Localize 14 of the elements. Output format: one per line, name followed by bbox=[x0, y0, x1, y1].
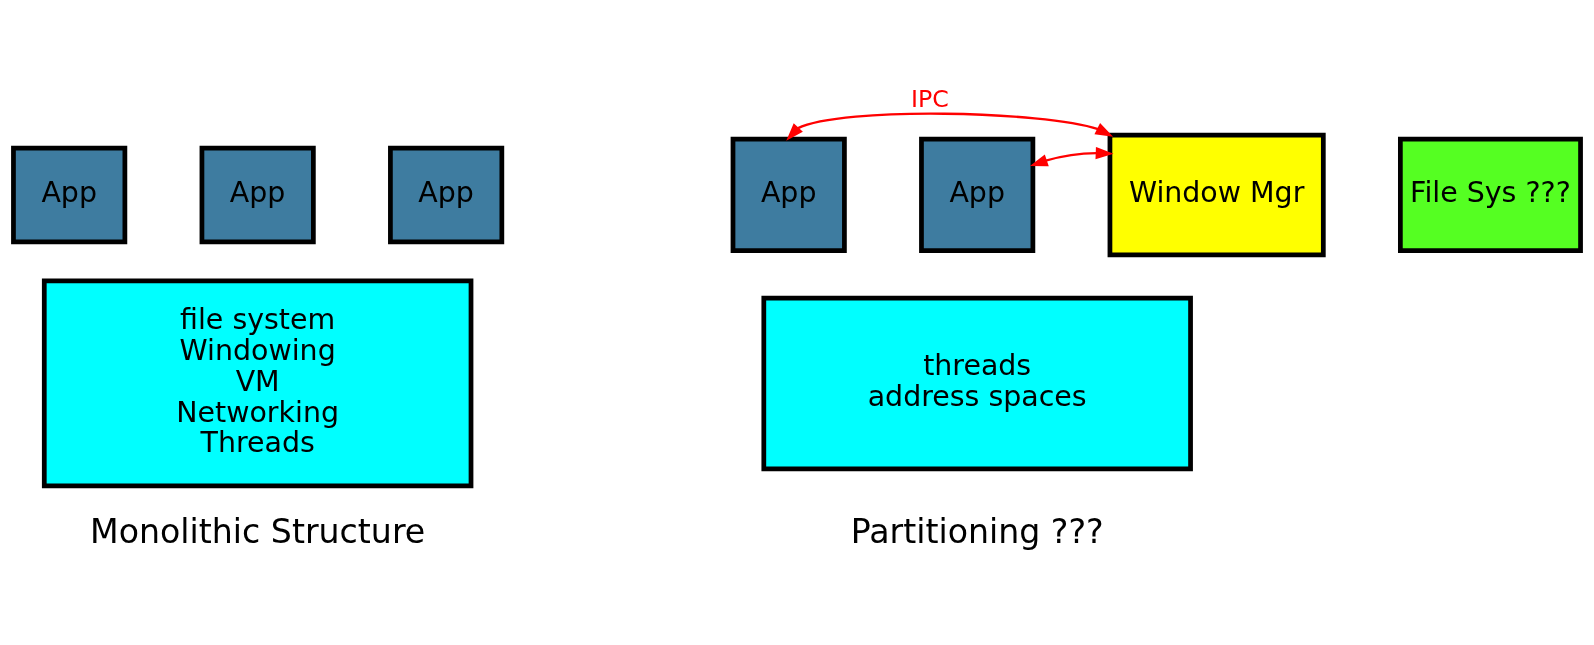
node-box: App bbox=[730, 136, 847, 253]
node-box: App bbox=[388, 145, 505, 244]
arrow bbox=[786, 112, 1114, 141]
label: Partitioning ??? bbox=[850, 511, 1104, 551]
node-box: file system Windowing VM Networking Threads bbox=[41, 278, 474, 488]
label: Monolithic Structure bbox=[90, 511, 426, 551]
node-box: threads address spaces bbox=[761, 295, 1193, 471]
node-box: App bbox=[199, 145, 316, 244]
arrow bbox=[1029, 146, 1114, 166]
node-box: App bbox=[11, 145, 128, 244]
edge-label: IPC bbox=[911, 84, 949, 113]
node-box: File Sys ??? bbox=[1398, 136, 1583, 253]
node-box: Window Mgr bbox=[1107, 132, 1326, 257]
node-box: App bbox=[919, 136, 1036, 253]
